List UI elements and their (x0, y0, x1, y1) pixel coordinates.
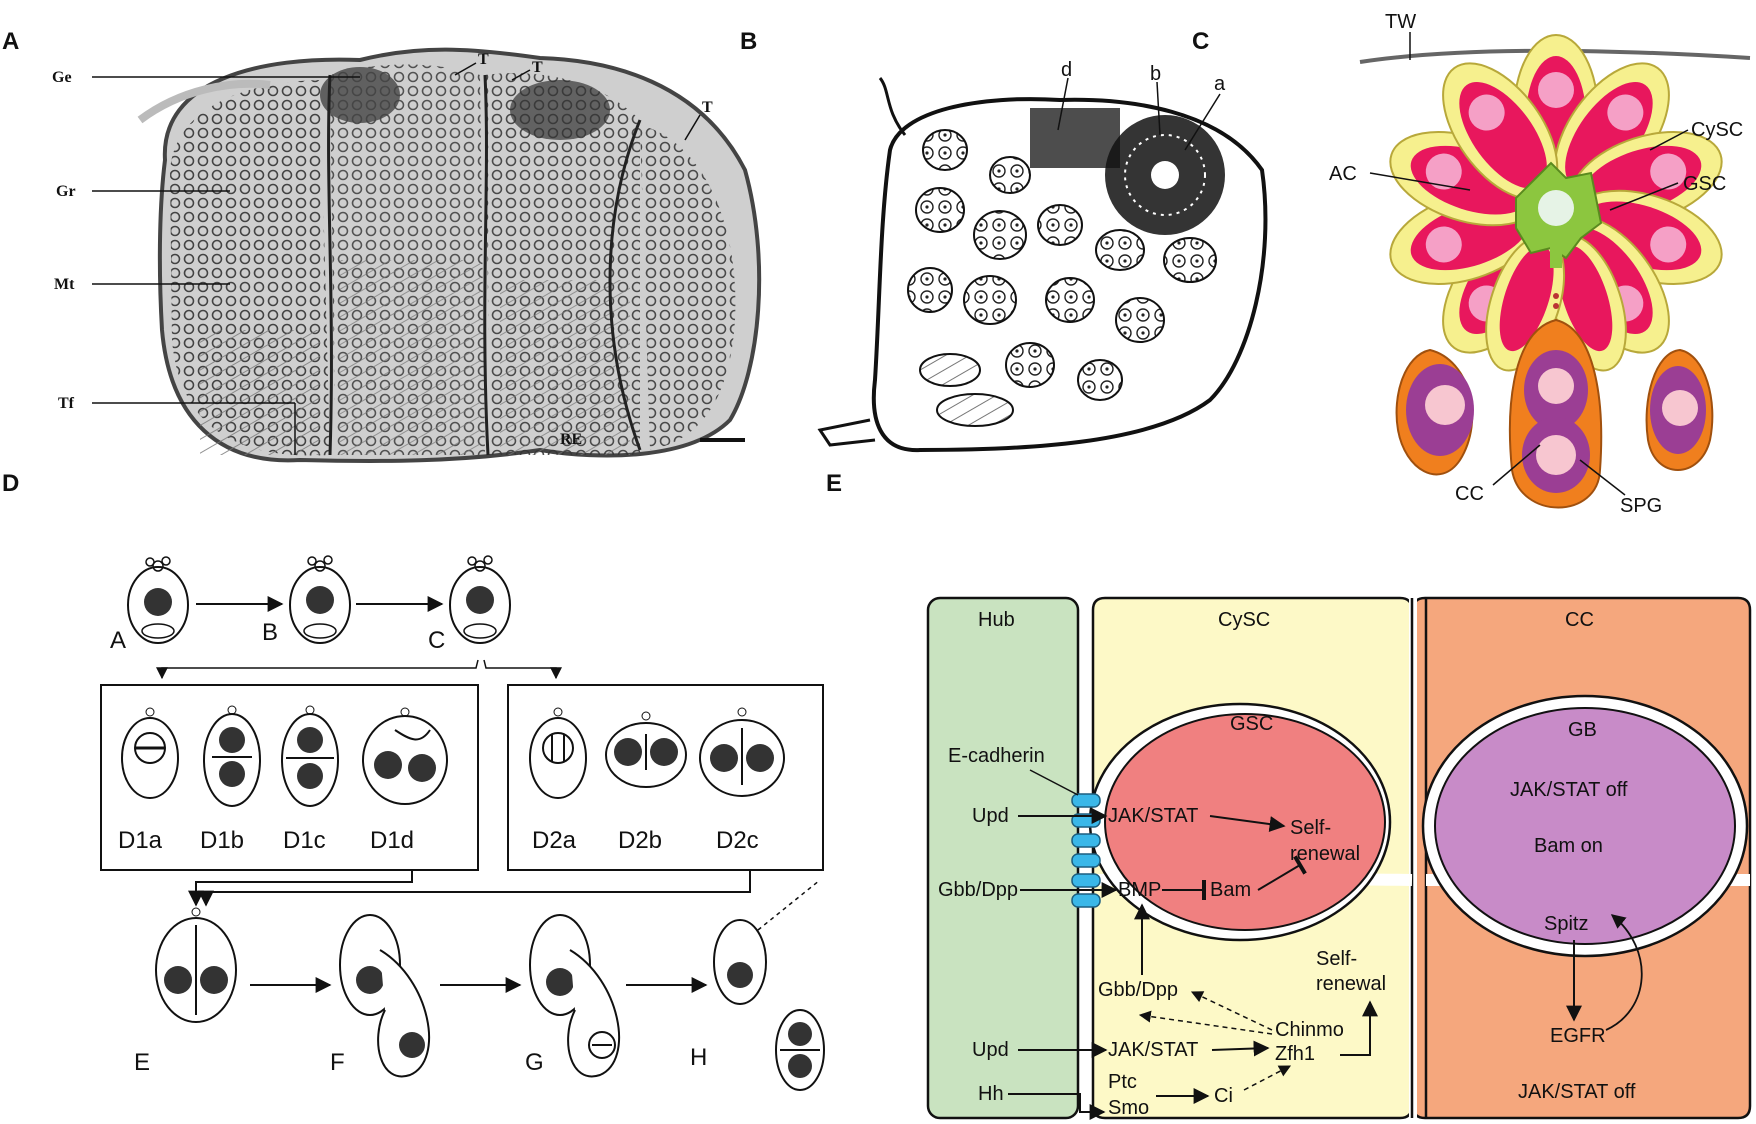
label-gb-bam: Bam on (1534, 835, 1603, 857)
stage-f: F (330, 1049, 345, 1076)
label-zfh1: Zfh1 (1275, 1043, 1315, 1065)
label-mt: Mt (54, 276, 75, 293)
cell-d2c (699, 707, 785, 797)
germarium-dark (320, 67, 400, 123)
stage-e: E (134, 1049, 150, 1076)
stage-d2c: D2c (716, 827, 759, 854)
panel-letter-c: C (1192, 28, 1210, 55)
spermatogonia (1395, 318, 1714, 509)
label-cysc: CySC (1691, 119, 1743, 141)
apical-hub-rosette (1105, 115, 1225, 235)
stage-d2b: D2b (618, 827, 662, 854)
panel-d-stages: A B C (100, 555, 825, 1091)
label-bmp: BMP (1118, 879, 1161, 901)
label-b: b (1150, 63, 1161, 85)
label-t2: T (532, 59, 543, 76)
cell-d1d (362, 707, 448, 805)
label-ptc: Ptc (1108, 1071, 1137, 1093)
stage-c: C (428, 627, 445, 654)
label-t3: T (702, 99, 713, 116)
label-gr: Gr (56, 183, 76, 200)
panel-letter-a: A (2, 28, 20, 55)
label-gbbdpp1: Gbb/Dpp (938, 879, 1018, 901)
panel-c-niche: TW (1329, 11, 1751, 517)
region-gb: GB (1568, 719, 1597, 741)
panel-a-micrograph: Ge Gr Mt Tf T T T RE (52, 47, 762, 463)
label-gsc: GSC (1683, 173, 1726, 195)
label-ac: AC (1329, 163, 1357, 185)
label-chinmo: Chinmo (1275, 1019, 1344, 1041)
gb-cell (1434, 707, 1736, 945)
gsc-rosette (1389, 34, 1723, 372)
label-tw: TW (1385, 11, 1416, 33)
panel-letter-e: E (826, 470, 843, 497)
label-ecadherin: E-cadherin (948, 745, 1045, 767)
label-egfr: EGFR (1550, 1025, 1606, 1047)
label-spg: SPG (1620, 495, 1662, 517)
label-cc: CC (1455, 483, 1484, 505)
label-self1b: renewal (1290, 843, 1360, 865)
stage-d1a: D1a (118, 827, 163, 854)
e-cadherin-junctions (1071, 793, 1101, 908)
region-gsc: GSC (1230, 713, 1273, 735)
fibers-1 (200, 330, 320, 455)
cell-b (289, 555, 351, 644)
cell-e (155, 907, 237, 1023)
label-jakstat2: JAK/STAT (1108, 1039, 1198, 1061)
panel-letter-d: D (2, 470, 20, 497)
cell-d1a (121, 707, 179, 799)
cell-d1b (203, 705, 261, 807)
label-bam: Bam (1210, 879, 1251, 901)
label-smo: Smo (1108, 1097, 1149, 1119)
cell-f (339, 914, 431, 1078)
stage-a: A (110, 627, 126, 654)
fibers-2 (340, 260, 480, 455)
stage-h: H (690, 1044, 707, 1071)
cell-h (713, 879, 825, 1091)
fibers-3 (500, 280, 630, 455)
stage-d1b: D1b (200, 827, 244, 854)
label-upd1: Upd (972, 805, 1009, 827)
panel-letter-b: B (740, 28, 758, 55)
germarium-dark-2 (510, 80, 610, 140)
cell-d1c (281, 705, 339, 807)
cysts-b (907, 129, 1217, 427)
label-upd2: Upd (972, 1039, 1009, 1061)
region-cysc: CySC (1218, 609, 1270, 631)
testis-wall (1359, 48, 1751, 64)
cell-d2b (605, 711, 687, 788)
label-tf: Tf (58, 395, 75, 412)
label-gb-jak: JAK/STAT off (1510, 779, 1628, 801)
label-gbbdpp2: Gbb/Dpp (1098, 979, 1178, 1001)
stage-d1c: D1c (283, 827, 326, 854)
stage-d1d: D1d (370, 827, 414, 854)
panel-e-signaling: Hub CySC CC GSC GB E-cadherin Upd JAK/ST… (926, 590, 1752, 1124)
label-hh: Hh (978, 1083, 1004, 1105)
stage-d2a: D2a (532, 827, 577, 854)
cell-d2a (529, 707, 587, 799)
cell-g (529, 914, 621, 1078)
label-spitz: Spitz (1544, 913, 1588, 935)
cell-a (127, 556, 189, 644)
region-hub: Hub (978, 609, 1015, 631)
label-self2a: Self- (1316, 948, 1357, 970)
label-t1: T (478, 51, 489, 68)
stage-b: B (262, 619, 278, 646)
label-ci: Ci (1214, 1085, 1233, 1107)
label-self1a: Self- (1290, 817, 1331, 839)
label-ge: Ge (52, 69, 72, 86)
label-jakstat1: JAK/STAT (1108, 805, 1198, 827)
cell-c (449, 555, 511, 644)
panel-b-drawing: d b a (817, 59, 1268, 453)
lobe-4 (640, 125, 736, 450)
label-d: d (1061, 59, 1072, 81)
label-a: a (1214, 73, 1226, 95)
label-self2b: renewal (1316, 973, 1386, 995)
stage-g: G (525, 1049, 544, 1076)
label-re: RE (560, 431, 582, 448)
region-cc: CC (1565, 609, 1594, 631)
dark-cells-b (1030, 108, 1120, 168)
label-cc-jak: JAK/STAT off (1518, 1081, 1636, 1103)
